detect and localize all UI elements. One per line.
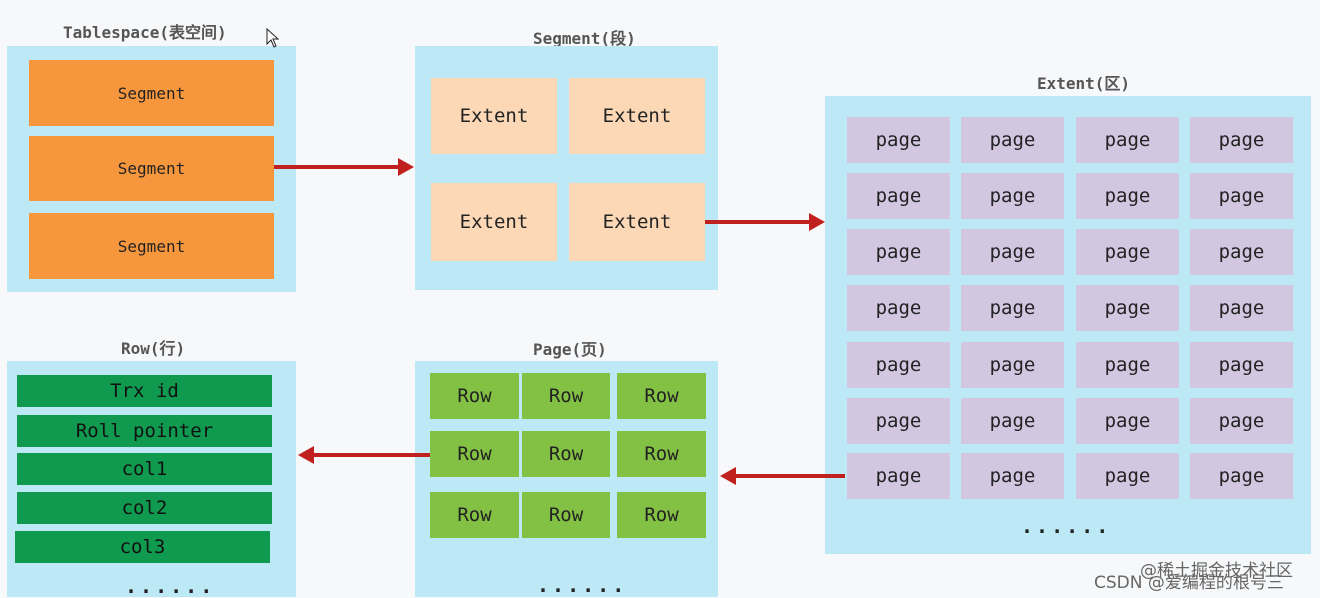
extent-page: page bbox=[847, 453, 950, 499]
page-row: Row bbox=[522, 492, 610, 538]
arrow-head bbox=[809, 213, 825, 231]
extent-page: page bbox=[847, 285, 950, 331]
row-title: Row(行) bbox=[121, 339, 186, 358]
page-row: Row bbox=[522, 373, 610, 419]
row-field: col1 bbox=[17, 453, 272, 485]
segment-extent: Extent bbox=[431, 78, 557, 154]
extent-page: page bbox=[961, 117, 1064, 163]
extent-page: page bbox=[961, 173, 1064, 219]
tablespace-segment: Segment bbox=[29, 136, 274, 201]
segment-panel: Extent Extent Extent Extent bbox=[415, 46, 718, 290]
extent-page: page bbox=[961, 229, 1064, 275]
extent-page: page bbox=[847, 229, 950, 275]
row-ellipsis: ...... bbox=[125, 574, 216, 598]
extent-page: page bbox=[1190, 285, 1293, 331]
extent-page: page bbox=[1190, 453, 1293, 499]
page-row: Row bbox=[617, 431, 706, 477]
page-row: Row bbox=[617, 373, 706, 419]
extent-page: page bbox=[961, 342, 1064, 388]
arrow-head bbox=[298, 446, 314, 464]
extent-page: page bbox=[847, 117, 950, 163]
segment-title: Segment(段) bbox=[533, 29, 636, 48]
page-row: Row bbox=[430, 373, 519, 419]
extent-page: page bbox=[1076, 398, 1179, 444]
extent-title: Extent(区) bbox=[1037, 74, 1131, 93]
page-row: Row bbox=[430, 431, 519, 477]
extent-page: page bbox=[1190, 173, 1293, 219]
extent-page: page bbox=[1076, 173, 1179, 219]
extent-page: page bbox=[961, 453, 1064, 499]
row-field: Trx id bbox=[17, 375, 272, 407]
extent-page: page bbox=[1076, 117, 1179, 163]
extent-page: page bbox=[1076, 229, 1179, 275]
segment-extent: Extent bbox=[569, 78, 705, 154]
extent-page: page bbox=[1076, 342, 1179, 388]
row-field: col3 bbox=[15, 531, 270, 563]
row-field: col2 bbox=[17, 492, 272, 524]
extent-page: page bbox=[847, 173, 950, 219]
mouse-cursor-icon bbox=[266, 28, 280, 48]
extent-page: page bbox=[1190, 229, 1293, 275]
extent-page: page bbox=[1076, 285, 1179, 331]
extent-page: page bbox=[1190, 117, 1293, 163]
extent-page: page bbox=[847, 398, 950, 444]
page-row: Row bbox=[522, 431, 610, 477]
watermark-juejin: @稀土掘金技术社区 bbox=[1140, 561, 1293, 581]
page-ellipsis: ...... bbox=[537, 573, 628, 597]
page-title: Page(页) bbox=[533, 340, 607, 359]
extent-page: page bbox=[961, 285, 1064, 331]
segment-extent: Extent bbox=[431, 183, 557, 261]
segment-extent: Extent bbox=[569, 183, 705, 261]
tablespace-panel: Segment Segment Segment bbox=[7, 46, 296, 292]
arrow-head bbox=[720, 467, 736, 485]
tablespace-segment: Segment bbox=[29, 60, 274, 126]
extent-page: page bbox=[961, 398, 1064, 444]
extent-page: page bbox=[1190, 398, 1293, 444]
tablespace-segment: Segment bbox=[29, 213, 274, 279]
page-row: Row bbox=[617, 492, 706, 538]
extent-ellipsis: ...... bbox=[1021, 514, 1112, 538]
row-field: Roll pointer bbox=[17, 415, 272, 447]
extent-page: page bbox=[1190, 342, 1293, 388]
tablespace-title: Tablespace(表空间) bbox=[63, 23, 227, 42]
arrow-head bbox=[398, 158, 414, 176]
extent-page: page bbox=[847, 342, 950, 388]
page-row: Row bbox=[430, 492, 519, 538]
row-panel: Trx id Roll pointer col1 col2 col3 .....… bbox=[7, 361, 296, 598]
watermark-csdn: CSDN @爱编程的根号三 bbox=[1094, 573, 1284, 593]
extent-page: page bbox=[1076, 453, 1179, 499]
